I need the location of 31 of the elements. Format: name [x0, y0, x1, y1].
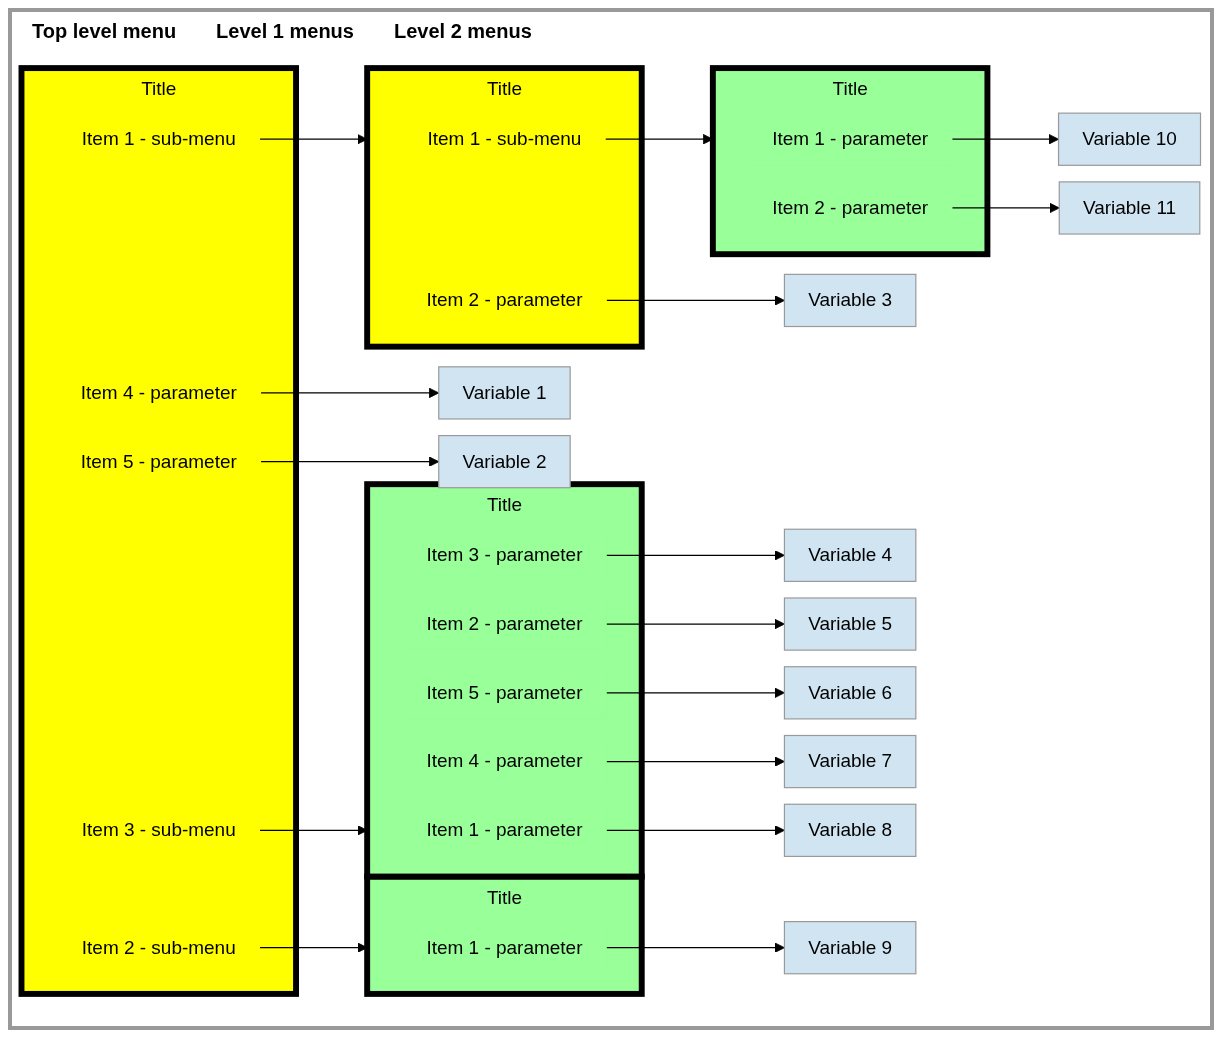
node-box: Variable 7 — [783, 734, 917, 789]
node-box: Variable 5 — [783, 597, 917, 651]
node-box: Variable 4 — [783, 528, 917, 582]
node-text: Item 3 - sub-menu — [81, 819, 236, 840]
node-box: Variable 6 — [783, 666, 917, 720]
node-text: Item 5 - parameter — [80, 450, 237, 472]
node-box: Variable 9 — [783, 921, 917, 975]
node-box: Variable 10 — [1057, 112, 1202, 166]
arrow — [951, 134, 1059, 145]
node-text: Item 1 - parameter — [772, 128, 929, 149]
node-box: Variable 8 — [783, 803, 917, 857]
node-text: Item 1 - sub-menu — [427, 128, 582, 149]
node-text: Item 2 - parameter — [772, 197, 929, 218]
node-text: Item 5 - parameter — [426, 682, 583, 703]
level-heading: Level 1 menus — [216, 20, 354, 43]
node-text: Item 1 - parameter — [426, 937, 583, 958]
node-text: Item 1 - sub-menu — [81, 128, 236, 149]
node-text: Item 4 - parameter — [426, 750, 583, 772]
node-text: Item 3 - parameter — [426, 544, 583, 565]
node-box: Variable 1 — [438, 366, 571, 420]
level-heading: Level 2 menus — [393, 20, 532, 43]
arrow — [951, 202, 1060, 214]
node-text: Item 1 - parameter — [426, 819, 583, 840]
node-text: Item 4 - parameter — [80, 382, 237, 403]
node-text: Item 2 - parameter — [426, 613, 583, 634]
node-text: Item 2 - parameter — [426, 289, 583, 310]
node-text: Item 2 - sub-menu — [81, 937, 236, 958]
node-box: Variable 3 — [783, 273, 917, 328]
node-box: Variable 11 — [1058, 181, 1201, 235]
level-heading: Top level menu — [32, 20, 177, 43]
node-box: Variable 2 — [438, 434, 571, 489]
